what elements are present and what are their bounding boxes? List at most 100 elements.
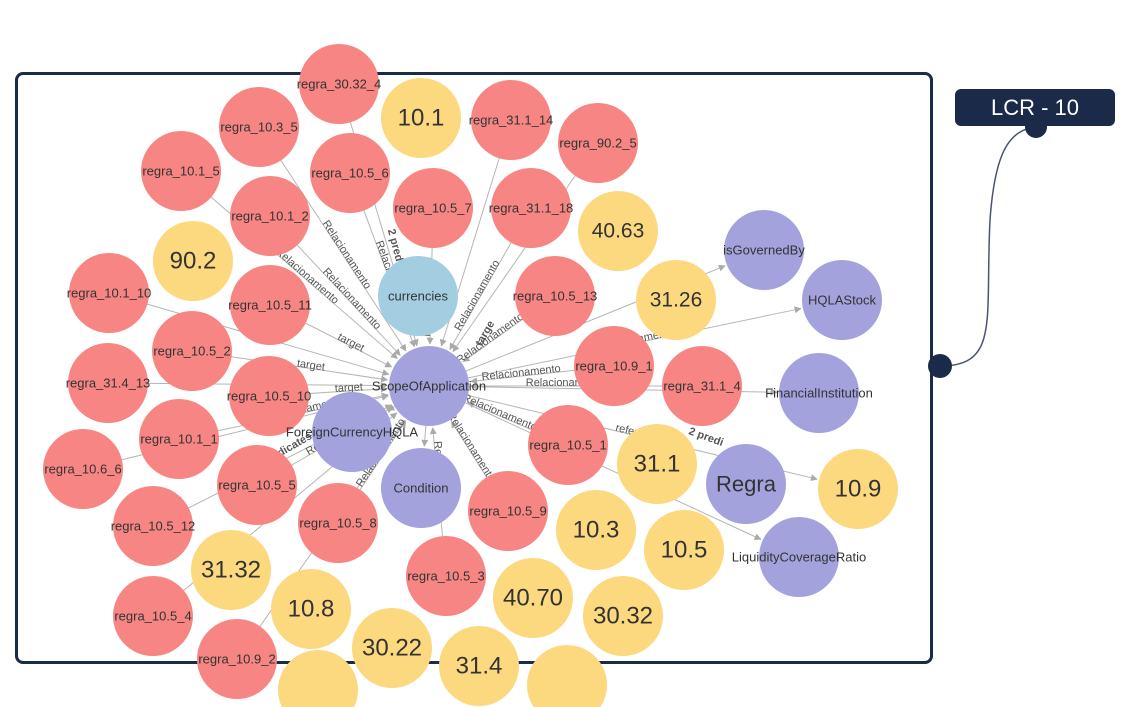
graph-node[interactable]: regra_10.5_11 <box>228 265 312 345</box>
node-circle[interactable] <box>574 326 654 406</box>
node-circle[interactable] <box>617 424 697 504</box>
graph-node[interactable]: regra_31.1_18 <box>489 168 574 248</box>
graph-node[interactable]: LiquidityCoverageRatio <box>732 517 866 597</box>
node-circle[interactable] <box>818 449 898 529</box>
node-circle[interactable] <box>278 650 358 707</box>
graph-node[interactable]: ScopeOfApplication <box>372 346 486 426</box>
node-circle[interactable] <box>113 486 193 566</box>
graph-node[interactable]: Condition <box>381 448 461 528</box>
node-circle[interactable] <box>271 569 351 649</box>
node-circle[interactable] <box>515 256 595 336</box>
graph-node[interactable]: 40.70 <box>493 558 573 638</box>
graph-node[interactable] <box>527 645 607 707</box>
graph-node[interactable]: 40.63 <box>578 191 658 271</box>
node-circle[interactable] <box>381 448 461 528</box>
graph-node[interactable]: 10.8 <box>271 569 351 649</box>
node-circle[interactable] <box>230 265 310 345</box>
node-circle[interactable] <box>406 536 486 616</box>
graph-node[interactable]: regra_10.6_6 <box>43 429 123 509</box>
node-circle[interactable] <box>352 608 432 688</box>
node-circle[interactable] <box>578 191 658 271</box>
node-circle[interactable] <box>299 44 379 124</box>
node-circle[interactable] <box>298 483 378 563</box>
graph-node[interactable]: regra_10.5_3 <box>406 536 486 616</box>
node-circle[interactable] <box>197 619 277 699</box>
graph-node[interactable]: regra_10.1_10 <box>67 253 152 333</box>
node-circle[interactable] <box>706 444 786 524</box>
graph-node[interactable]: FinancialInstitution <box>765 353 873 433</box>
node-circle[interactable] <box>219 87 299 167</box>
node-circle[interactable] <box>528 405 608 485</box>
node-circle[interactable] <box>556 490 636 570</box>
graph-node[interactable]: regra_30.32_4 <box>297 44 382 124</box>
graph-node[interactable]: 90.2 <box>153 221 233 301</box>
node-circle[interactable] <box>779 353 859 433</box>
node-circle[interactable] <box>471 80 551 160</box>
node-circle[interactable] <box>491 168 571 248</box>
node-circle[interactable] <box>439 626 519 706</box>
node-circle[interactable] <box>312 392 392 472</box>
node-circle[interactable] <box>389 346 469 426</box>
node-circle[interactable] <box>527 645 607 707</box>
node-circle[interactable] <box>802 260 882 340</box>
graph-node[interactable]: regra_10.5_7 <box>393 168 473 248</box>
node-circle[interactable] <box>378 256 458 336</box>
graph-node[interactable]: regra_10.5_9 <box>468 471 548 551</box>
graph-node[interactable]: regra_10.5_10 <box>227 356 312 436</box>
node-circle[interactable] <box>759 517 839 597</box>
node-circle[interactable] <box>113 576 193 656</box>
graph-node[interactable]: regra_31.1_4 <box>662 346 742 426</box>
node-circle[interactable] <box>139 399 219 479</box>
graph-node[interactable]: regra_10.5_4 <box>113 576 193 656</box>
graph-node[interactable] <box>278 650 358 707</box>
node-circle[interactable] <box>230 176 310 256</box>
node-circle[interactable] <box>583 576 663 656</box>
graph-node[interactable]: HQLAStock <box>802 260 882 340</box>
graph-node[interactable]: 30.32 <box>583 576 663 656</box>
graph-node[interactable]: regra_10.9_1 <box>574 326 654 406</box>
graph-node[interactable]: 31.4 <box>439 626 519 706</box>
node-circle[interactable] <box>152 311 232 391</box>
graph-node[interactable]: regra_10.5_12 <box>111 486 196 566</box>
graph-node[interactable]: regra_10.1_1 <box>139 399 219 479</box>
graph-node[interactable]: 30.22 <box>352 608 432 688</box>
graph-node[interactable]: regra_10.5_1 <box>528 405 608 485</box>
graph-node[interactable]: regra_90.2_5 <box>558 103 638 183</box>
graph-node[interactable]: regra_10.5_13 <box>513 256 598 336</box>
node-circle[interactable] <box>141 131 221 211</box>
graph-node[interactable]: regra_10.5_8 <box>298 483 378 563</box>
node-circle[interactable] <box>43 429 123 509</box>
graph-node[interactable]: regra_10.1_5 <box>141 131 221 211</box>
node-circle[interactable] <box>229 356 309 436</box>
graph-node[interactable]: regra_10.5_6 <box>310 133 390 213</box>
node-circle[interactable] <box>493 558 573 638</box>
node-circle[interactable] <box>468 471 548 551</box>
node-circle[interactable] <box>558 103 638 183</box>
graph-node[interactable]: regra_10.3_5 <box>219 87 299 167</box>
graph-node[interactable]: isGovernedBy <box>723 210 805 290</box>
graph-node[interactable]: 31.32 <box>191 530 271 610</box>
graph-node[interactable]: Regra <box>706 444 786 524</box>
graph-node[interactable]: regra_10.5_5 <box>217 445 297 525</box>
graph-node[interactable]: 10.5 <box>644 510 724 590</box>
node-circle[interactable] <box>381 78 461 158</box>
node-circle[interactable] <box>310 133 390 213</box>
node-circle[interactable] <box>153 221 233 301</box>
graph-node[interactable]: 31.26 <box>636 260 716 340</box>
node-circle[interactable] <box>644 510 724 590</box>
node-circle[interactable] <box>69 253 149 333</box>
node-circle[interactable] <box>636 260 716 340</box>
graph-node[interactable]: 10.1 <box>381 78 461 158</box>
graph-node[interactable]: regra_31.1_14 <box>469 80 554 160</box>
graph-node[interactable]: 10.3 <box>556 490 636 570</box>
node-circle[interactable] <box>662 346 742 426</box>
node-circle[interactable] <box>191 530 271 610</box>
card-label[interactable]: LCR - 10 <box>955 89 1115 126</box>
graph-node[interactable]: regra_10.1_2 <box>230 176 310 256</box>
graph-node[interactable]: regra_31.4_13 <box>66 343 151 423</box>
graph-node[interactable]: regra_10.9_2 <box>197 619 277 699</box>
graph-node[interactable]: currencies <box>378 256 458 336</box>
node-circle[interactable] <box>68 343 148 423</box>
